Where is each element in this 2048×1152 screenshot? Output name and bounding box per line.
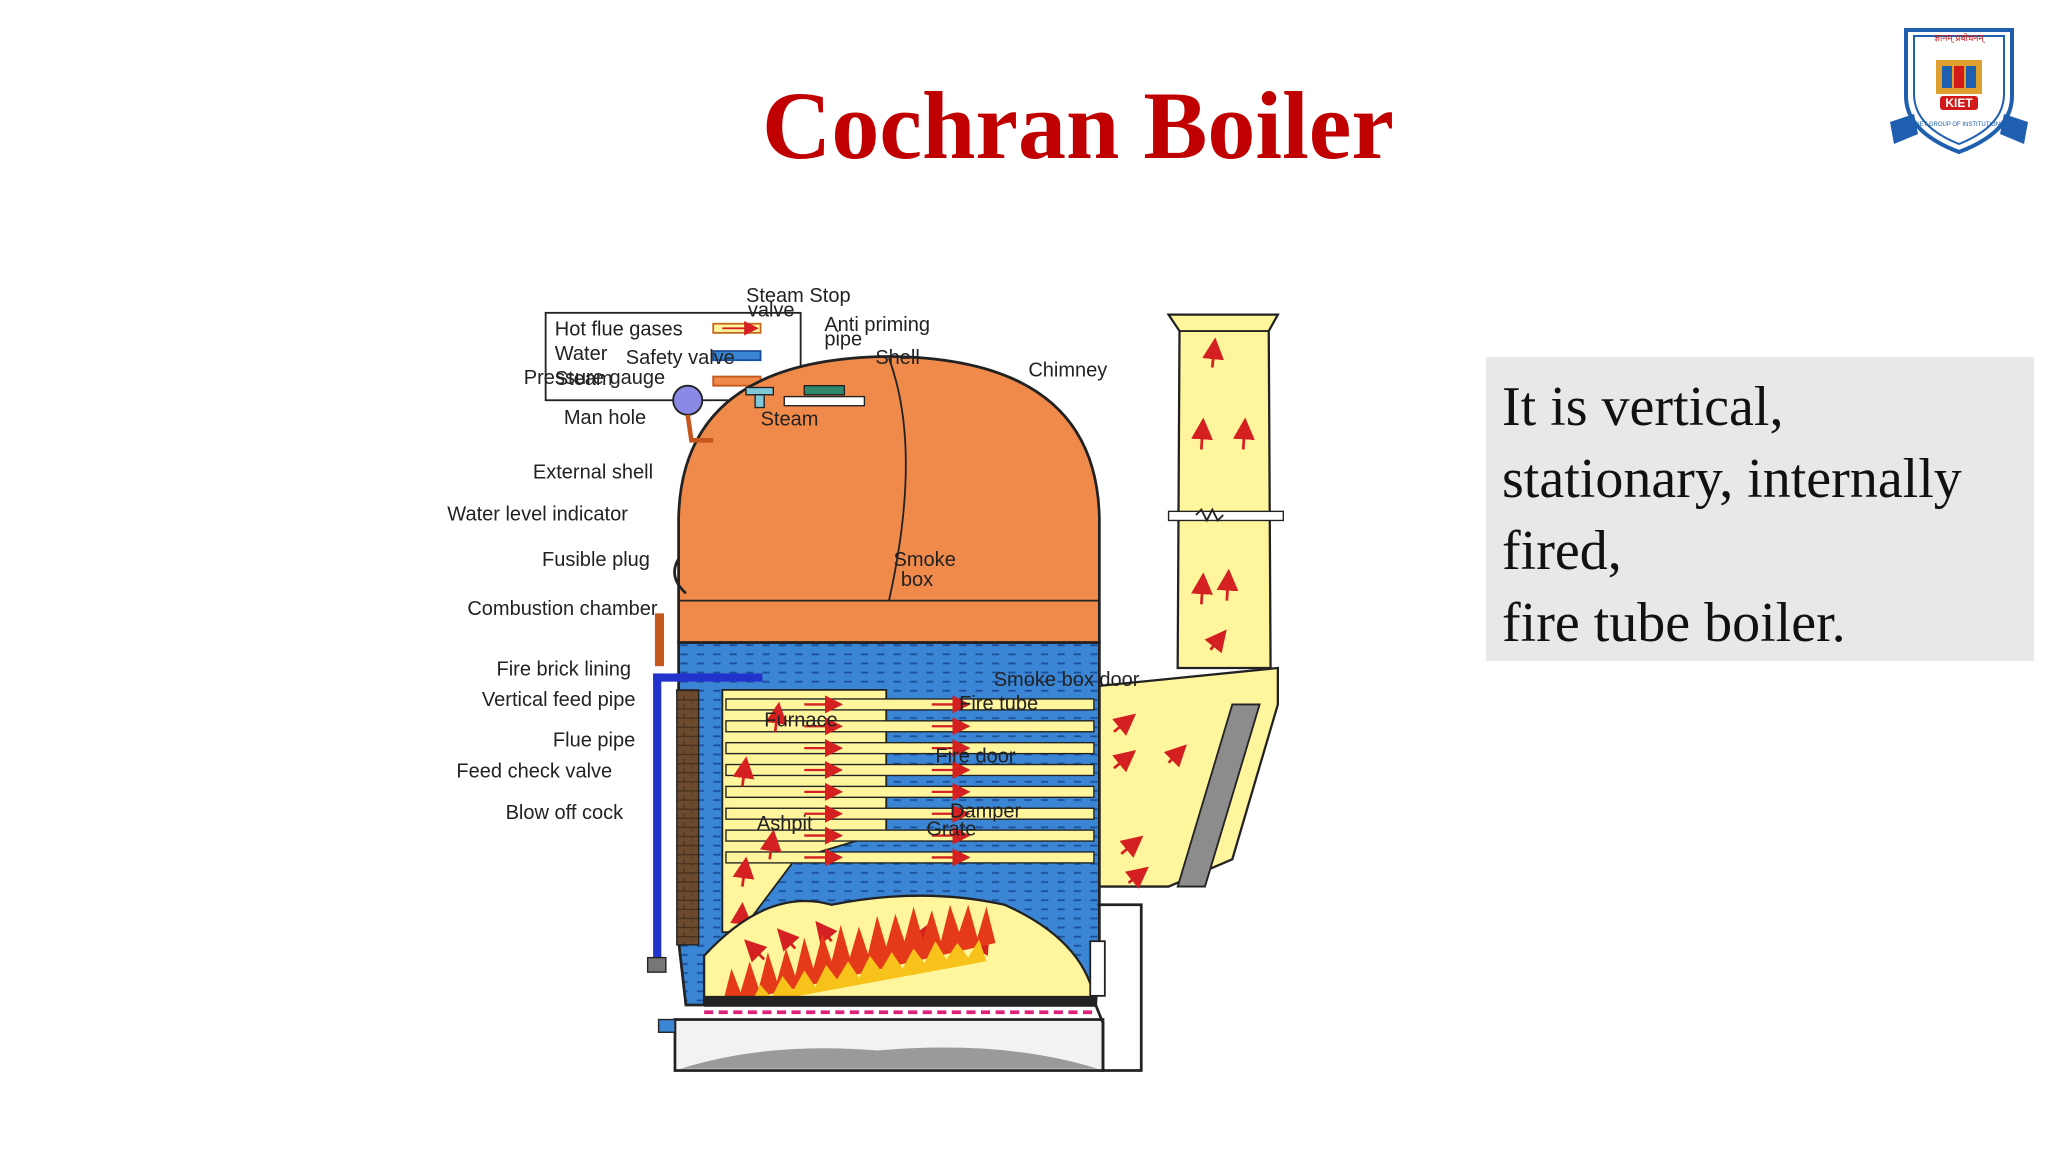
smoke-box xyxy=(1094,666,1279,889)
label-grate: Grate xyxy=(926,819,976,841)
flue-arrow xyxy=(1191,572,1213,605)
label-fire-brick-lining: Fire brick lining xyxy=(496,658,631,680)
fittings xyxy=(646,384,866,1033)
slide-title: Cochran Boiler xyxy=(762,72,1394,179)
label-vertical-feed-pipe: Vertical feed pipe xyxy=(482,689,636,711)
label-flue-pipe: Flue pipe xyxy=(553,729,635,751)
water-level-indicator-icon xyxy=(654,613,665,667)
label-man-hole: Man hole xyxy=(564,407,646,429)
flue-arrow xyxy=(1204,629,1227,654)
feed-check-valve-icon xyxy=(646,956,667,973)
description-line: fire tube boiler. xyxy=(1502,592,1846,654)
label-chimney: Chimney xyxy=(1028,360,1107,382)
description-line: fired, xyxy=(1502,520,1622,582)
legend: Hot flue gases Water Steam xyxy=(544,311,802,402)
label-external-shell: External shell xyxy=(533,462,653,484)
label-furnace: Furnace xyxy=(764,709,837,731)
description-line: stationary, internally xyxy=(1502,448,1962,510)
description-line: It is vertical, xyxy=(1502,376,1784,438)
flue-arrow xyxy=(1124,866,1149,889)
flue-arrow xyxy=(1119,835,1144,858)
label-anti-priming-pipe: Anti priming xyxy=(824,314,930,336)
flames xyxy=(722,904,996,1005)
legend-label: Water xyxy=(555,343,608,365)
legend-swatch-water xyxy=(712,350,762,362)
legend-label: Hot flue gases xyxy=(555,319,683,341)
label-water-level-indicator: Water level indicator xyxy=(447,503,628,525)
label-steam-stop-valve: valve xyxy=(748,299,795,321)
description-box: It is vertical, stationary, internally f… xyxy=(1486,357,2034,661)
flue-arrow xyxy=(1112,750,1137,773)
legend-label: Steam xyxy=(555,368,613,390)
cochran-boiler-diagram: Hot flue gases Water Steam xyxy=(447,285,1285,1072)
label-fire-door: Fire door xyxy=(935,746,1015,768)
label-fusible-plug: Fusible plug xyxy=(542,549,650,571)
label-fire-tube: Fire tube xyxy=(959,693,1038,715)
flue-arrow xyxy=(1191,417,1213,450)
label-combustion-chamber: Combustion chamber xyxy=(467,598,658,620)
pressure-gauge-icon xyxy=(672,384,704,416)
fire-tubes xyxy=(725,695,1095,867)
logo-top-text: ज्ञानम् प्रबोधनम् xyxy=(1934,32,1985,44)
vertical-feed-pipe xyxy=(653,673,662,965)
label-smoke-box-door: Smoke box door xyxy=(994,669,1140,691)
label-steam: Steam xyxy=(761,409,819,431)
flue-arrow xyxy=(1112,713,1137,736)
flue-arrow xyxy=(1163,744,1187,768)
label-damper: Damper xyxy=(950,800,1022,822)
label-steam-stop-valve: Steam Stop xyxy=(746,285,851,307)
flue-arrow xyxy=(1202,337,1224,368)
label-safety-valve: Safety valve xyxy=(626,347,735,369)
label-ashpit: Ashpit xyxy=(757,813,813,835)
flue-arrow xyxy=(1232,417,1255,450)
label-shell: Shell xyxy=(875,347,920,369)
fire-brick-lining xyxy=(676,689,700,946)
steam-stop-valve-icon xyxy=(803,384,846,396)
label-blow-off-cock: Blow off cock xyxy=(506,802,625,824)
label-feed-check-valve: Feed check valve xyxy=(456,760,612,782)
blow-off-cock-icon xyxy=(657,1018,676,1033)
label-pressure-gauge: Pressure gauge xyxy=(524,367,665,389)
label-smoke-box: Smoke xyxy=(894,549,956,571)
kiet-logo: ज्ञानम् प्रबोधनम् KIET KIET GROUP OF INS… xyxy=(1884,26,2034,166)
safety-valve-icon xyxy=(745,386,775,396)
flue-arrow xyxy=(1216,568,1239,601)
chimney xyxy=(1166,313,1285,670)
label-smoke-box: box xyxy=(901,569,933,591)
logo-ring-text: KIET GROUP OF INSTITUTIONS xyxy=(1914,122,2004,128)
logo-badge-text: KIET xyxy=(1945,96,1973,110)
label-anti-priming-pipe: pipe xyxy=(824,329,862,351)
boiler-shell xyxy=(673,355,1143,1072)
